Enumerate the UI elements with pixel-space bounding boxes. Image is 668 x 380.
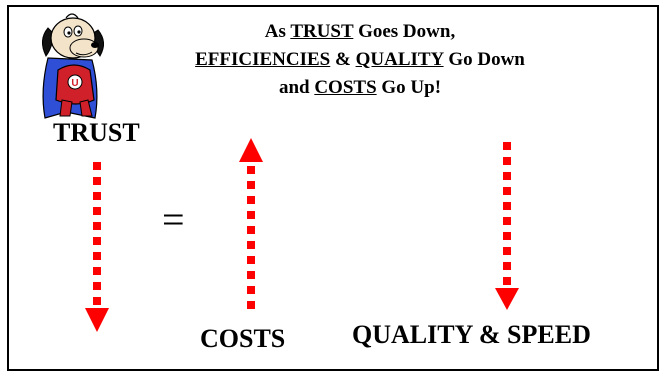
headline-text: Go Up! (376, 77, 442, 98)
headline-trust: TRUST (290, 21, 354, 42)
headline-text: and (278, 77, 315, 98)
headline-costs: COSTS (314, 77, 377, 98)
equals-sign: = (162, 197, 185, 242)
headline-text: & (330, 49, 356, 70)
headline-line-2: EFFICIENCIES & QUALITY Go Down (120, 46, 600, 74)
slide-frame (7, 5, 659, 371)
headline-line-3: and COSTS Go Up! (120, 74, 600, 102)
headline-text: Go Down (443, 49, 525, 70)
trust-label: TRUST (53, 118, 140, 147)
quality-speed-label: QUALITY & SPEED (352, 320, 591, 349)
trust-down-arrow (85, 162, 109, 332)
costs-up-arrow (239, 138, 263, 312)
headline-efficiencies: EFFICIENCIES (195, 49, 331, 70)
headline: As TRUST Goes Down, EFFICIENCIES & QUALI… (120, 18, 600, 102)
headline-text: As (264, 21, 291, 42)
costs-label: COSTS (200, 324, 286, 353)
svg-text:U: U (71, 78, 78, 89)
headline-quality: QUALITY (355, 49, 444, 70)
headline-line-1: As TRUST Goes Down, (120, 18, 600, 46)
quality-speed-down-arrow (495, 142, 519, 310)
headline-text: Goes Down, (353, 21, 456, 42)
cartoon-superhero-dog-icon: U (42, 13, 104, 119)
